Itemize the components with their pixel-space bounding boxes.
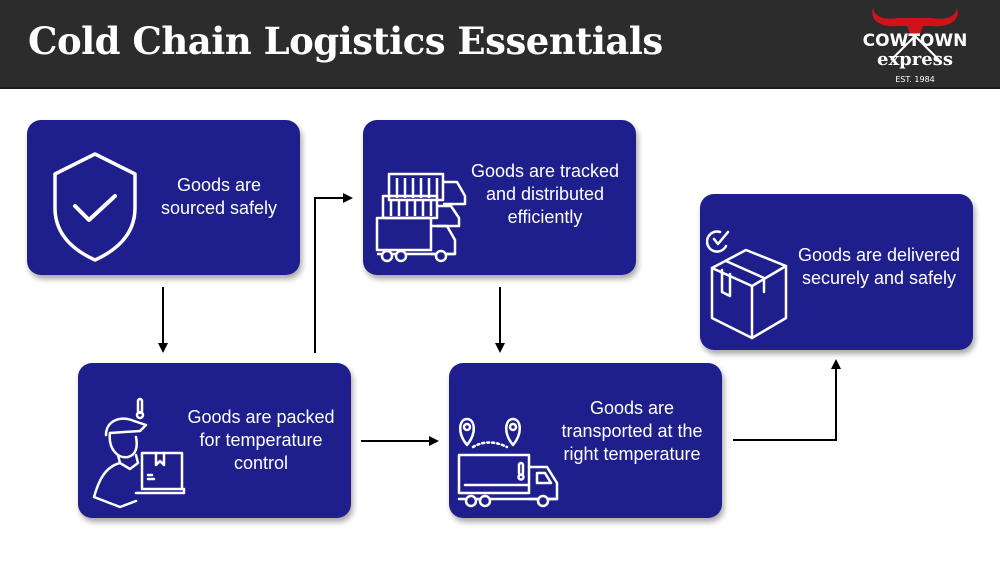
location-pin-icon bbox=[459, 417, 475, 447]
location-pin-icon bbox=[505, 417, 521, 447]
courier-with-box-icon bbox=[92, 397, 186, 509]
truck-fleet-icon bbox=[375, 172, 467, 263]
step-card-tracked: Goods are tracked and distributed effici… bbox=[363, 120, 636, 275]
step-card-packed: Goods are packed for temperature control bbox=[78, 363, 351, 518]
step-card-delivered: Goods are delivered securely and safely bbox=[700, 194, 973, 350]
step-label: Goods are packed for temperature control bbox=[187, 407, 335, 473]
shield-check-icon bbox=[53, 152, 137, 262]
step-label: Goods are delivered securely and safely bbox=[797, 245, 961, 288]
step-label: Goods are tracked and distributed effici… bbox=[470, 161, 620, 227]
box-check-icon bbox=[706, 230, 788, 340]
arrow-transported-to-delivered bbox=[733, 359, 841, 441]
page-title: Cold Chain Logistics Essentials bbox=[28, 19, 663, 63]
logo-tagline: EST. 1984 bbox=[895, 75, 935, 84]
logo-line2: express bbox=[877, 49, 953, 70]
step-card-sourced: Goods are sourced safely bbox=[27, 120, 300, 275]
logo-line1: COWTOWN bbox=[863, 31, 968, 51]
header-bar: Cold Chain Logistics Essentials COWTOWN … bbox=[0, 0, 1000, 89]
step-card-transported: Goods are transported at the right tempe… bbox=[449, 363, 722, 518]
refrigerated-truck-route-icon bbox=[457, 417, 559, 508]
bull-horns-icon bbox=[872, 8, 958, 36]
arrow-packed-to-tracked bbox=[314, 193, 353, 353]
step-label: Goods are sourced safely bbox=[160, 175, 278, 218]
step-label: Goods are transported at the right tempe… bbox=[561, 398, 703, 464]
cowtown-express-logo: COWTOWN express EST. 1984 bbox=[863, 8, 968, 84]
